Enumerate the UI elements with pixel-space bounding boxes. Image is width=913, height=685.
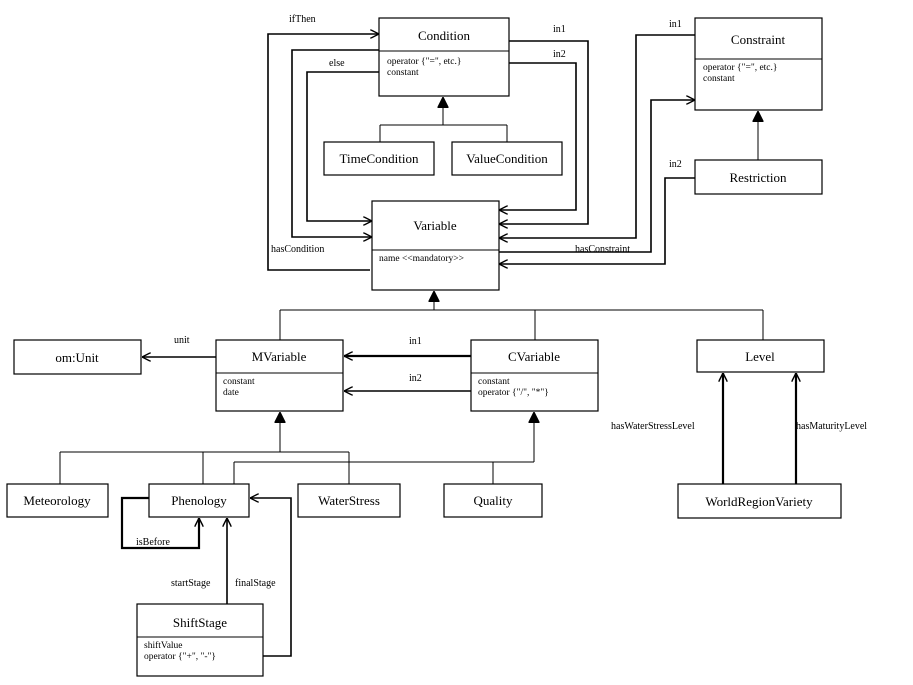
class-level: Level xyxy=(696,339,825,373)
class-om-unit-name: om:Unit xyxy=(55,350,99,365)
association-constraint-in1 xyxy=(499,34,695,238)
class-mvariable: MVariable constant date xyxy=(215,339,344,412)
class-waterstress: WaterStress xyxy=(297,483,401,518)
class-cvariable-name: CVariable xyxy=(508,349,560,364)
class-world-region-variety: WorldRegionVariety xyxy=(677,483,842,519)
label-cvariable-in1: in1 xyxy=(409,336,422,347)
association-is-before xyxy=(120,496,199,550)
label-else: else xyxy=(329,58,345,69)
class-constraint-attr-constant: constant xyxy=(703,74,735,84)
generalization-cvariable-branch xyxy=(233,461,534,484)
class-shiftstage-attr-operator: operator {"+", "-"} xyxy=(144,652,216,662)
class-value-condition-name: ValueCondition xyxy=(466,151,548,166)
label-unit: unit xyxy=(174,335,190,346)
label-condition-in2: in2 xyxy=(553,49,566,60)
class-time-condition: TimeCondition xyxy=(323,141,435,176)
label-condition-in1: in1 xyxy=(553,24,566,35)
class-phenology-name: Phenology xyxy=(171,493,227,508)
generalization-mvariable-branch xyxy=(59,451,350,484)
association-has-condition xyxy=(267,34,379,271)
label-is-before: isBefore xyxy=(136,537,170,548)
label-ifthen: ifThen xyxy=(289,14,316,25)
association-else xyxy=(306,71,379,221)
class-restriction: Restriction xyxy=(694,159,823,195)
class-mvariable-attr-date: date xyxy=(223,388,239,398)
class-condition-name: Condition xyxy=(418,28,471,43)
association-final-stage xyxy=(250,498,292,657)
class-shiftstage: ShiftStage shiftValue operator {"+", "-"… xyxy=(136,603,264,677)
class-mvariable-attr-constant: constant xyxy=(223,377,255,387)
class-meteorology: Meteorology xyxy=(6,483,109,518)
class-cvariable-attr-constant: constant xyxy=(478,377,510,387)
label-constraint-in1: in1 xyxy=(669,19,682,30)
class-quality-name: Quality xyxy=(474,493,513,508)
class-shiftstage-name: ShiftStage xyxy=(173,615,227,630)
label-has-maturity-level: hasMaturityLevel xyxy=(796,421,867,432)
class-meteorology-name: Meteorology xyxy=(23,493,91,508)
class-condition-attr-operator: operator {"=", etc.} xyxy=(387,57,461,67)
class-condition-attr-constant: constant xyxy=(387,68,419,78)
class-variable-name: Variable xyxy=(413,218,457,233)
generalization-variable-branch xyxy=(279,309,764,340)
class-condition: Condition operator {"=", etc.} constant xyxy=(378,17,510,97)
association-condition-in1 xyxy=(499,40,589,224)
class-om-unit: om:Unit xyxy=(13,339,142,375)
class-constraint-attr-operator: operator {"=", etc.} xyxy=(703,63,777,73)
class-constraint-name: Constraint xyxy=(731,32,786,47)
label-cvariable-in2: in2 xyxy=(409,373,422,384)
class-variable-attr-name: name <<mandatory>> xyxy=(379,254,464,264)
association-condition-in2 xyxy=(499,62,577,210)
label-final-stage: finalStage xyxy=(235,578,276,589)
class-variable: Variable name <<mandatory>> xyxy=(371,200,500,291)
label-has-condition: hasCondition xyxy=(271,244,324,255)
label-restriction-in2: in2 xyxy=(669,159,682,170)
class-cvariable-attr-operator: operator {"/", "*"} xyxy=(478,388,549,398)
association-ifthen xyxy=(291,49,379,237)
class-shiftstage-attr-shiftvalue: shiftValue xyxy=(144,640,183,651)
class-waterstress-name: WaterStress xyxy=(318,493,380,508)
class-quality: Quality xyxy=(443,483,543,518)
class-time-condition-name: TimeCondition xyxy=(340,151,419,166)
generalization-condition-branch xyxy=(379,124,508,142)
class-value-condition: ValueCondition xyxy=(451,141,563,176)
class-mvariable-name: MVariable xyxy=(252,349,307,364)
label-has-constraint: hasConstraint xyxy=(575,244,630,255)
class-phenology: Phenology xyxy=(148,483,250,518)
class-world-region-variety-name: WorldRegionVariety xyxy=(705,494,813,509)
association-restriction-in2 xyxy=(499,177,695,264)
class-constraint: Constraint operator {"=", etc.} constant xyxy=(694,17,823,111)
class-restriction-name: Restriction xyxy=(729,170,787,185)
class-level-name: Level xyxy=(745,349,775,364)
association-has-constraint xyxy=(499,100,695,253)
label-start-stage: startStage xyxy=(171,578,211,589)
label-has-water-stress-level: hasWaterStressLevel xyxy=(611,421,695,432)
class-cvariable: CVariable constant operator {"/", "*"} xyxy=(470,339,599,412)
